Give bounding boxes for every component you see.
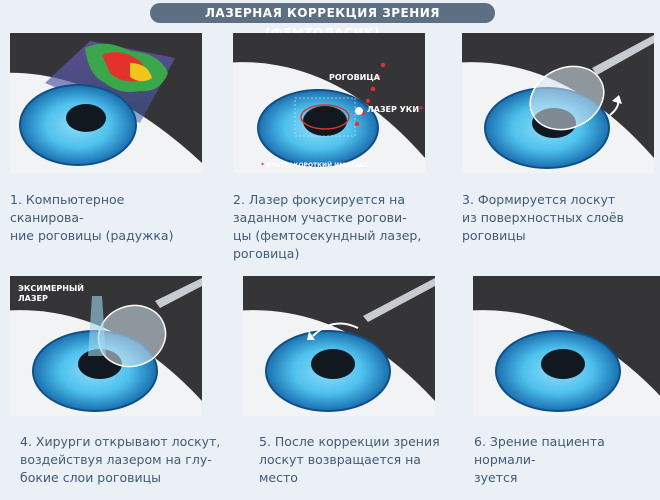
pupil <box>541 349 585 379</box>
pupil <box>311 349 355 379</box>
step-4-caption: 4. Хирурги открывают лоскут, воздействуя… <box>20 434 221 485</box>
pupil <box>66 104 106 132</box>
pupil <box>303 106 347 136</box>
instrument <box>592 35 654 75</box>
footnote-label: * УЛЬТРАКОРОТКИЙ ИМПУЛЬС <box>261 162 369 169</box>
excimer-label: ЭКСИМЕРНЫЙ ЛАЗЕР <box>18 284 84 303</box>
step-4-illustration: ЭКСИМЕРНЫЙ ЛАЗЕР <box>10 276 202 416</box>
return-arrow <box>312 322 359 337</box>
step-3-illustration <box>462 33 654 173</box>
excimer-beam <box>88 296 106 356</box>
cornea-label: РОГОВИЦА <box>329 73 380 82</box>
step-5-caption: 5. После коррекции зрения лоскут возвращ… <box>259 434 440 485</box>
laser-grid <box>294 97 356 137</box>
step-2-caption: 2. Лазер фокусируется на заданном участк… <box>233 192 422 261</box>
laser-label: ЛАЗЕР УКИ* <box>367 105 424 114</box>
instrument <box>155 278 202 308</box>
laser-dot <box>380 62 386 68</box>
step-6-illustration <box>473 276 660 416</box>
step-2-illustration: РОГОВИЦА ЛАЗЕР УКИ* * УЛЬТРАКОРОТКИЙ ИМП… <box>233 33 425 173</box>
page-title: ЛАЗЕРНАЯ КОРРЕКЦИЯ ЗРЕНИЯ (ФЕМТОЛАСИК) <box>150 3 495 40</box>
step-3-caption: 3. Формируется лоскут из поверхностных с… <box>462 192 624 243</box>
corneal-flap <box>529 65 605 131</box>
step-5-illustration <box>243 276 435 416</box>
step-6-caption: 6. Зрение пациента нормали- зуется <box>474 434 605 485</box>
step-1-illustration <box>10 33 202 173</box>
instrument <box>363 278 435 322</box>
step-1-caption: 1. Компьютерное сканирова- ние роговицы … <box>10 192 174 243</box>
